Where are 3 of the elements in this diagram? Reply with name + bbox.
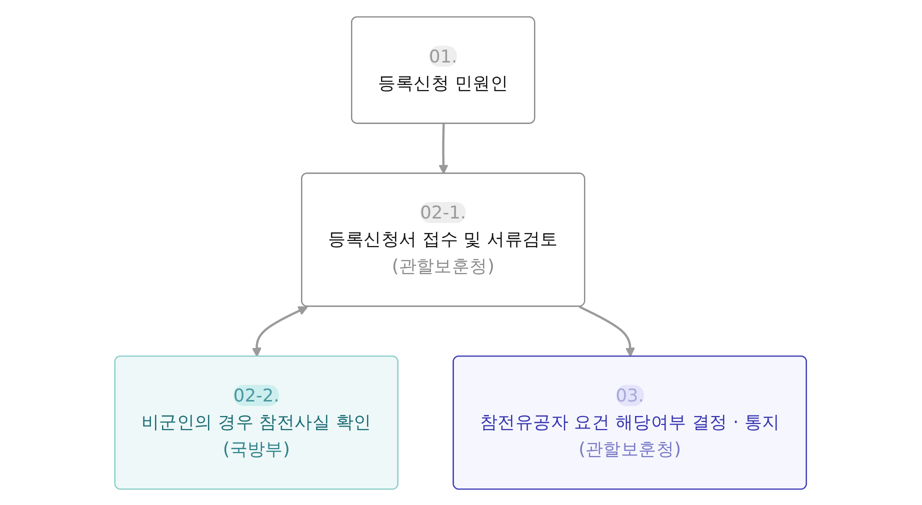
arrow: [579, 305, 636, 357]
arrow: [252, 306, 308, 357]
arrow: [438, 123, 449, 174]
